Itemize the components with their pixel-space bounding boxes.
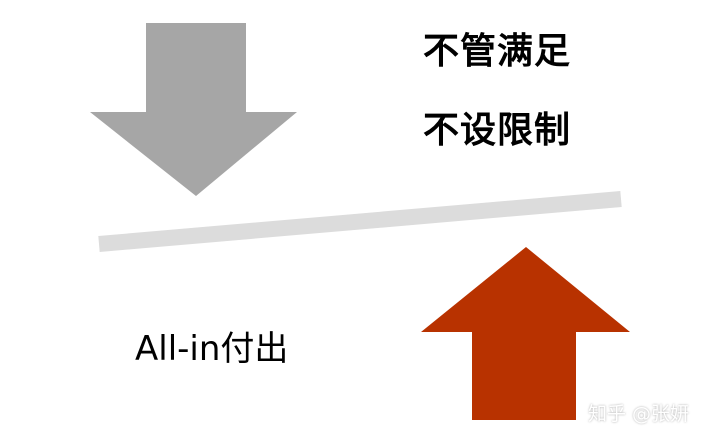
label-all-in-pay: All-in付出 [135,329,289,369]
label-no-restrictions: 不设限制 [423,110,572,151]
down-arrow-icon [90,23,297,196]
balance-beam [98,191,622,252]
label-no-limit-satisfy: 不管满足 [423,31,572,72]
watermark: 知乎 @张妍 [588,403,690,425]
up-arrow-icon [421,247,630,420]
